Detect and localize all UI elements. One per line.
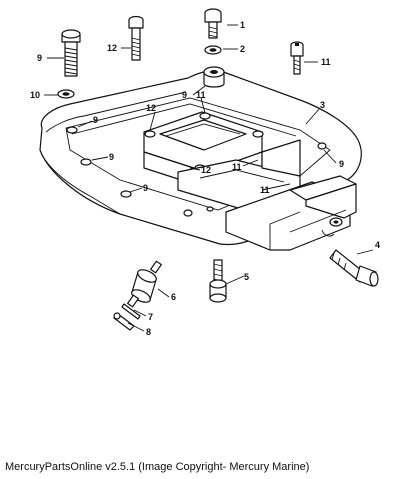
callout-labels: 1 2 3 4 5 6 7 8 9 9 9 9 9 9 10 11 11 11 … bbox=[30, 20, 380, 337]
callout-3: 3 bbox=[320, 100, 325, 110]
bolt-1 bbox=[204, 8, 222, 39]
callout-11-center: 11 bbox=[196, 90, 206, 100]
callout-9-lower: 9 bbox=[143, 183, 148, 193]
diagram-svg: 1 2 3 4 5 6 7 8 9 9 9 9 9 9 10 11 11 11 … bbox=[30, 8, 380, 337]
callout-10: 10 bbox=[30, 90, 40, 100]
washer-10 bbox=[57, 89, 75, 99]
mount-6 bbox=[127, 260, 162, 308]
callout-2: 2 bbox=[240, 44, 245, 54]
callout-11-top: 11 bbox=[321, 57, 331, 67]
callout-9-right: 9 bbox=[339, 159, 344, 169]
callout-9-top: 9 bbox=[182, 90, 187, 100]
screw-5 bbox=[209, 259, 227, 303]
bolt-4 bbox=[329, 249, 379, 287]
callout-4: 4 bbox=[375, 240, 380, 250]
leader-lines bbox=[44, 24, 374, 332]
bolt-9-large bbox=[61, 29, 81, 77]
callout-7: 7 bbox=[148, 312, 153, 322]
copyright-footer: MercuryPartsOnline v2.5.1 (Image Copyrig… bbox=[5, 461, 310, 473]
front-bracket bbox=[225, 175, 357, 251]
callout-11-lower: 11 bbox=[260, 185, 270, 195]
callout-11-mid: 11 bbox=[232, 162, 242, 172]
pin-7 bbox=[121, 303, 141, 320]
callout-9-mid: 9 bbox=[109, 152, 114, 162]
washer-2 bbox=[204, 45, 222, 55]
screw-11 bbox=[290, 41, 304, 75]
callout-12-lower: 12 bbox=[201, 165, 211, 175]
callout-1: 1 bbox=[240, 20, 245, 30]
callout-5: 5 bbox=[244, 272, 249, 282]
clip-8 bbox=[113, 312, 135, 331]
callout-8: 8 bbox=[146, 327, 151, 337]
bolt-12 bbox=[128, 15, 144, 61]
callout-6: 6 bbox=[171, 292, 176, 302]
callout-12-housing: 12 bbox=[146, 103, 156, 113]
callout-12-bolt: 12 bbox=[107, 43, 117, 53]
callout-9-bolt: 9 bbox=[37, 53, 42, 63]
callout-9-left: 9 bbox=[93, 115, 98, 125]
center-housing bbox=[143, 111, 301, 209]
